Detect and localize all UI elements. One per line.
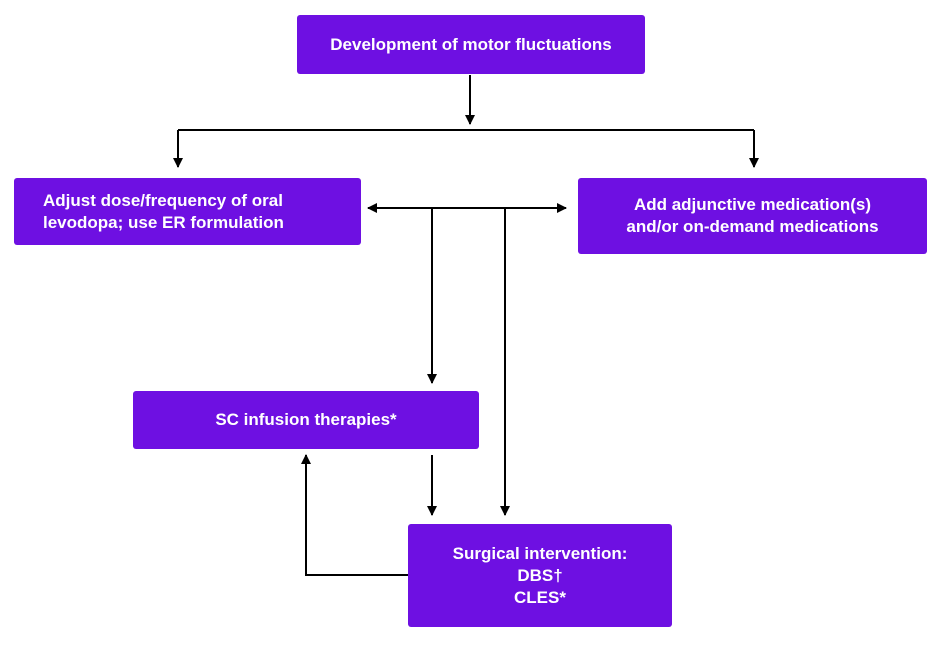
node-text: DBS† bbox=[517, 565, 563, 585]
node-text: SC infusion therapies* bbox=[215, 410, 397, 429]
node-text: and/or on-demand medications bbox=[626, 217, 879, 236]
node-text: Surgical intervention: bbox=[452, 543, 628, 563]
node-text: CLES* bbox=[514, 587, 566, 607]
arrow-surgical-back-to-sc bbox=[301, 454, 408, 576]
node-adjust-levodopa: Adjust dose/frequency of oral levodopa; … bbox=[14, 178, 361, 245]
node-text: Add adjunctive medication(s) bbox=[633, 195, 872, 214]
node-text: Development of motor fluctuations bbox=[330, 34, 612, 54]
node-surgical-intervention: Surgical intervention: DBS† CLES* bbox=[408, 524, 672, 627]
node-text: Adjust dose/frequency of oral bbox=[43, 190, 283, 210]
node-text: levodopa; use ER formulation bbox=[43, 212, 284, 232]
node-motor-fluctuations: Development of motor fluctuations bbox=[297, 15, 645, 74]
node-adjunctive-medications: Add adjunctive medication(s) and/or on-d… bbox=[578, 178, 927, 254]
node-sc-infusion: SC infusion therapies* bbox=[133, 391, 479, 449]
